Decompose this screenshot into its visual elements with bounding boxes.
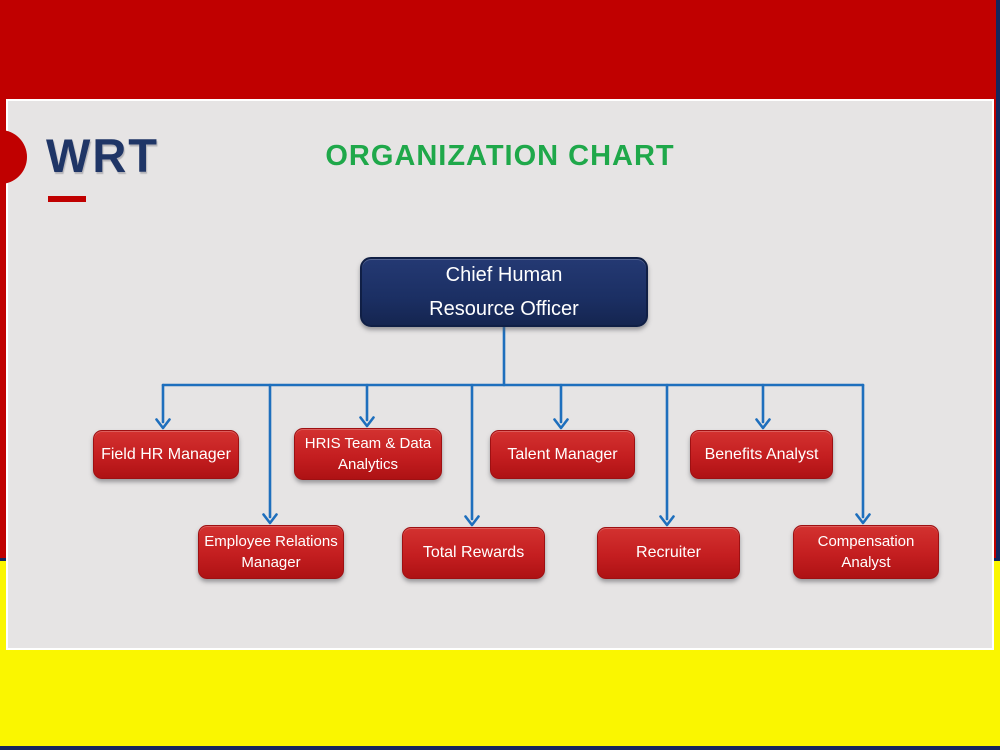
org-node-label: Compensation Analyst [817,533,915,571]
org-node-label: Recruiter [636,544,701,561]
org-node-label: Field HR Manager [101,445,231,463]
org-node-label: Total Rewards [422,544,525,561]
org-node-employee-relations-manager: Employee Relations Manager [198,525,344,579]
org-node-total-rewards: Total Rewards [402,527,545,579]
org-node-compensation-analyst: Compensation Analyst [793,525,939,579]
org-node-hris-team-data-analytics: HRIS Team & Data Analytics [294,428,442,480]
page-title: ORGANIZATION CHART [325,140,675,172]
company-logo: WRT [46,129,160,182]
logo-underline [48,196,86,202]
org-node-recruiter: Recruiter [597,527,740,579]
org-node-label: Benefits Analyst [704,445,819,463]
org-node-field-hr-manager: Field HR Manager [93,430,239,479]
org-node-benefits-analyst: Benefits Analyst [690,430,833,479]
org-node-label: Employee Relations Manager [204,533,338,571]
org-node-talent-manager: Talent Manager [490,430,635,479]
org-node-label: Talent Manager [507,445,618,463]
org-node-label: HRIS Team & Data Analytics [304,435,432,473]
bottom-navy-line [0,746,1000,750]
org-node-label: Chief Human Resource Officer [429,264,579,320]
org-node-chief-human-resource-officer: Chief Human Resource Officer [360,257,648,327]
